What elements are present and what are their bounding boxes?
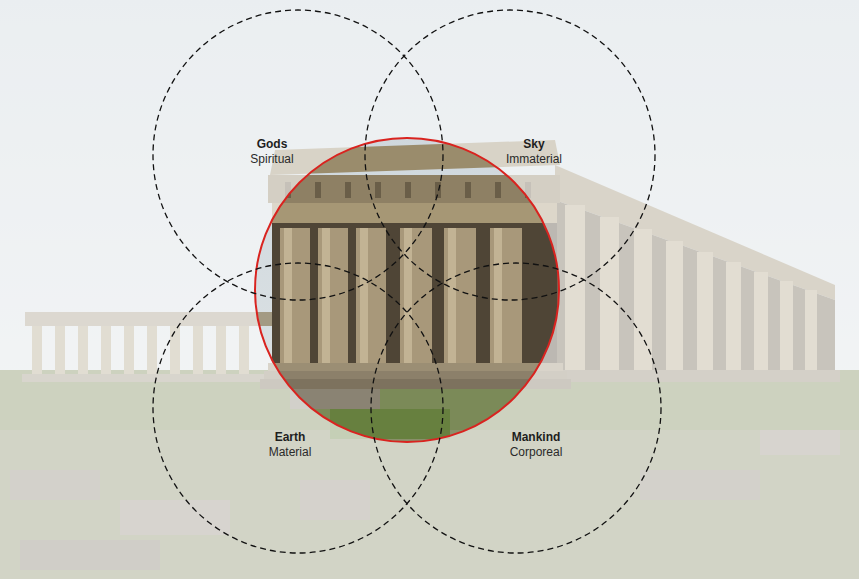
circle-label: SkyImmaterial [506, 137, 562, 167]
circle-subtitle: Spiritual [250, 152, 293, 167]
circle-label: EarthMaterial [269, 430, 312, 460]
concept-circle: GodsSpiritual [151, 8, 445, 302]
circle-label: GodsSpiritual [250, 137, 293, 167]
circle-title: Earth [269, 430, 312, 445]
concept-circle: MankindCorporeal [369, 261, 663, 555]
circle-label: MankindCorporeal [510, 430, 563, 460]
concept-circle: EarthMaterial [151, 261, 445, 555]
circle-title: Mankind [510, 430, 563, 445]
circle-subtitle: Corporeal [510, 445, 563, 460]
circle-title: Sky [506, 137, 562, 152]
dashed-circle [151, 261, 445, 555]
circle-subtitle: Material [269, 445, 312, 460]
circle-title: Gods [250, 137, 293, 152]
concept-circle: SkyImmaterial [363, 8, 657, 302]
dashed-circle [369, 261, 663, 555]
dashed-circle [151, 8, 445, 302]
circle-subtitle: Immaterial [506, 152, 562, 167]
